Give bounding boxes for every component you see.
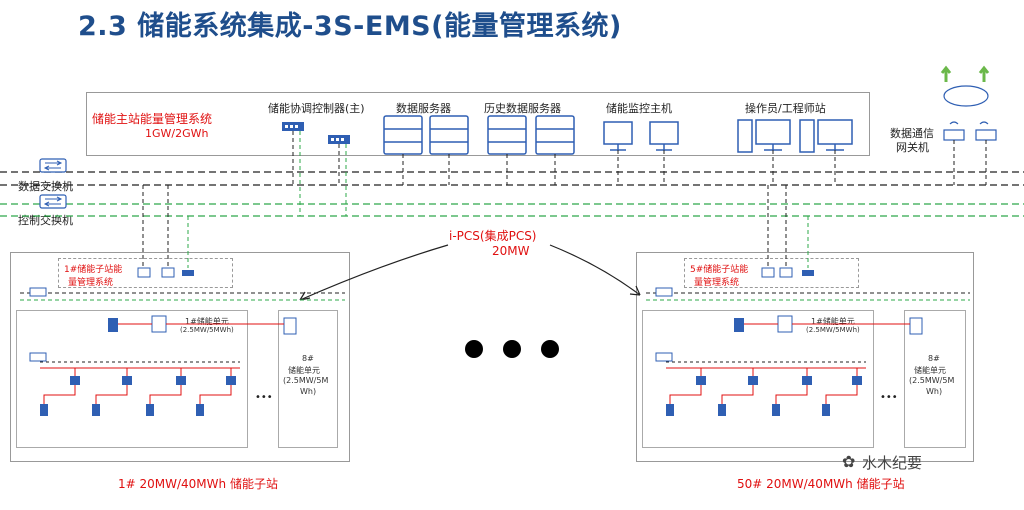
substation-right-footer: 50# 20MW/40MWh 储能子站 bbox=[737, 477, 905, 491]
control-switch-label: 控制交换机 bbox=[18, 214, 73, 227]
main-station-name: 储能主站能量管理系统 bbox=[92, 112, 213, 126]
data-switch-label: 数据交换机 bbox=[18, 180, 73, 193]
ipcs-label-1: i-PCS(集成PCS) bbox=[449, 229, 537, 243]
substation-left-unit8-l2: 储能单元 bbox=[288, 366, 320, 375]
control-bus-lines bbox=[0, 203, 1024, 217]
substation-left-unit8-l4: Wh) bbox=[300, 387, 317, 396]
substation-right-unit8-l4: Wh) bbox=[926, 387, 943, 396]
gateway-router-icon bbox=[943, 121, 997, 141]
substation-left-ellipsis: ••• bbox=[255, 392, 273, 403]
data-server-label: 数据服务器 bbox=[396, 102, 451, 115]
monitor-host-label: 储能监控主机 bbox=[606, 102, 672, 115]
substation-left-unit1-label-2: (2.5MW/5MWh) bbox=[180, 326, 234, 334]
substation-right-unit8-l3: (2.5MW/5M bbox=[909, 376, 955, 385]
gateway-label-2: 网关机 bbox=[896, 141, 929, 154]
main-station-capacity: 1GW/2GWh bbox=[145, 127, 209, 140]
data-bus-lines bbox=[0, 171, 1024, 186]
substation-left-unit1-label-1: 1#储能单元 bbox=[185, 317, 229, 326]
history-server-icon bbox=[487, 115, 575, 155]
control-switch-icon bbox=[39, 194, 67, 209]
history-server-label: 历史数据服务器 bbox=[484, 102, 561, 115]
substation-left-unit8-l1: 8# bbox=[302, 354, 314, 363]
substation-left-ems-1: 1#储能子站能 bbox=[64, 265, 123, 275]
substation-right-ems-box bbox=[684, 258, 859, 288]
operator-workstation-icon bbox=[737, 119, 853, 153]
substation-left-unit8-l3: (2.5MW/5M bbox=[283, 376, 329, 385]
substation-left-footer: 1# 20MW/40MWh 储能子站 bbox=[118, 477, 278, 491]
substation-left-ems-2: 量管理系统 bbox=[68, 278, 114, 288]
ellipsis-dot bbox=[503, 340, 521, 358]
coordinator-label: 储能协调控制器(主) bbox=[268, 102, 365, 115]
monitor-host-icon bbox=[603, 121, 679, 151]
page-title: 2.3 储能系统集成-3S-EMS(能量管理系统) bbox=[78, 11, 622, 42]
substation-right-internals bbox=[646, 267, 970, 416]
ellipsis-dot bbox=[465, 340, 483, 358]
ipcs-label-2: 20MW bbox=[492, 244, 530, 258]
substation-right-ems-1: 5#储能子站能 bbox=[690, 265, 749, 275]
coordinator-controller-icon bbox=[282, 122, 350, 144]
substation-right-unit1-label-1: 1#储能单元 bbox=[811, 317, 855, 326]
substation-right-unit8-l2: 储能单元 bbox=[914, 366, 946, 375]
watermark-logo-icon: ✿ bbox=[842, 452, 856, 471]
substation-left-ems-box bbox=[58, 258, 233, 288]
substation-right-unit8-l1: 8# bbox=[928, 354, 940, 363]
operator-station-label: 操作员/工程师站 bbox=[745, 102, 826, 115]
ipcs-arrows bbox=[299, 244, 641, 301]
cloud-icon bbox=[940, 65, 990, 107]
substation-right-unit1-label-2: (2.5MW/5MWh) bbox=[806, 326, 860, 334]
gateway-label-1: 数据通信 bbox=[890, 127, 934, 140]
data-switch-icon bbox=[39, 158, 67, 173]
ellipsis-dot bbox=[541, 340, 559, 358]
substation-right-ellipsis: ••• bbox=[880, 392, 898, 403]
watermark-text: 水木纪要 bbox=[862, 454, 923, 472]
data-server-icon bbox=[383, 115, 469, 155]
substation-left-internals bbox=[20, 267, 345, 416]
substation-right-ems-2: 量管理系统 bbox=[694, 278, 740, 288]
